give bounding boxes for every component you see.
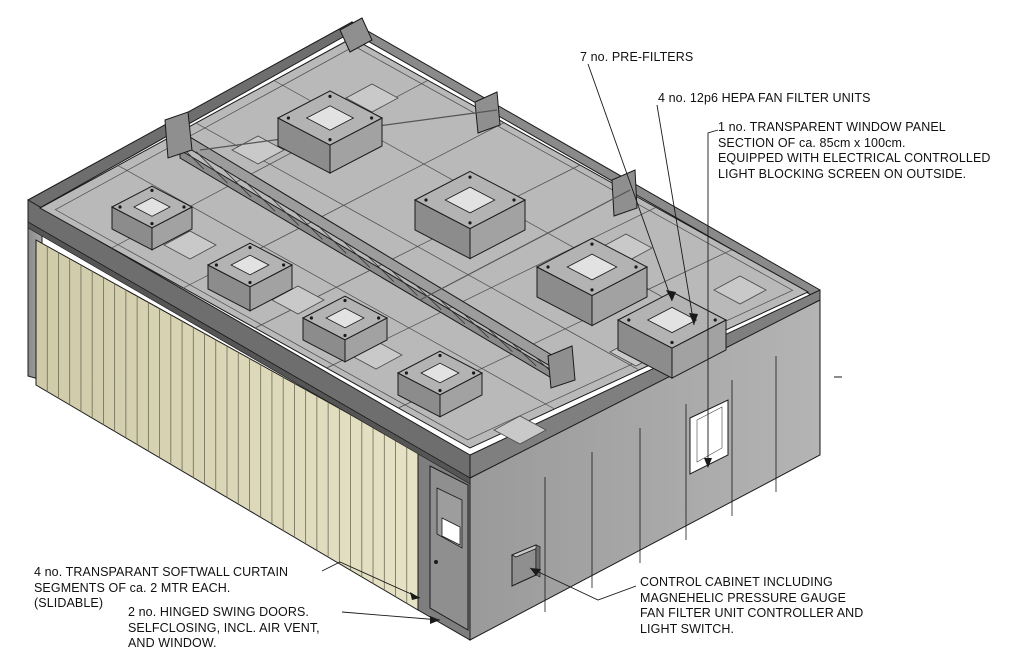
callout-cabinet-line-4: LIGHT SWITCH. [640, 621, 735, 636]
callout-window-line-4: LIGHT BLOCKING SCREEN ON OUTSIDE. [718, 166, 967, 181]
fan-filter-units [110, 90, 728, 418]
fan-filter-unit [396, 350, 484, 418]
prefilter-panel [345, 83, 399, 113]
callout-prefilters-line-1: 7 no. PRE-FILTERS [580, 50, 694, 64]
callout-doors-line-3: AND WINDOW. [128, 636, 217, 650]
prefilter-panel [713, 275, 767, 305]
callout-softwall-line-1: 4 no. TRANSPARANT SOFTWALL CURTAIN [34, 565, 289, 579]
callout-softwall: 4 no. TRANSPARANT SOFTWALL CURTAIN SEGME… [34, 565, 288, 612]
fan-filter-unit [276, 90, 384, 174]
door-section [417, 451, 471, 641]
callout-window-line-3: EQUIPPED WITH ELECTRICAL CONTROLLED [718, 151, 991, 165]
leader-arrows [410, 290, 712, 624]
callout-cabinet-line-1: CONTROL CABINET INCLUDING [640, 575, 833, 589]
softwall-curtain [35, 239, 419, 611]
callout-control-cabinet: CONTROL CABINET INCLUDING MAGNEHELIC PRE… [640, 575, 863, 637]
prefilter-panel [493, 415, 547, 445]
callout-cabinet-line-2: MAGNEHELIC PRESSURE GAUGE [640, 590, 847, 605]
fan-filter-unit [301, 295, 389, 363]
callout-window-line-2: SECTION OF ca. 85cm x 100cm. [718, 135, 906, 150]
callout-hepa: 4 no. 12p6 HEPA FAN FILTER UNITS [658, 91, 871, 105]
callout-softwall-line-3: (SLIDABLE) [34, 596, 104, 610]
callout-window-panel: 1 no. TRANSPARENT WINDOW PANEL SECTION O… [718, 120, 991, 182]
fan-filter-unit [535, 237, 649, 327]
ceiling-truss [164, 17, 638, 389]
callout-softwall-line-2: SEGMENTS OF ca. 2 MTR EACH. [34, 580, 231, 595]
fan-filter-unit [413, 170, 527, 260]
callout-doors-line-2: SELFCLOSING, INCL. AIR VENT, [128, 620, 320, 635]
leader-lines [321, 63, 719, 621]
callout-cabinet-line-3: FAN FILTER UNIT CONTROLLER AND [640, 606, 864, 620]
prefilter-panel [231, 135, 285, 165]
callout-hepa-line-1: 4 no. 12p6 HEPA FAN FILTER UNITS [658, 91, 871, 105]
fan-filter-unit [110, 185, 194, 251]
callout-doors: 2 no. HINGED SWING DOORS. SELFCLOSING, I… [128, 605, 320, 652]
fan-filter-unit [616, 291, 728, 379]
callout-prefilters: 7 no. PRE-FILTERS [580, 50, 693, 64]
callout-doors-line-1: 2 no. HINGED SWING DOORS. [128, 605, 310, 619]
callout-window-line-1: 1 no. TRANSPARENT WINDOW PANEL [718, 120, 946, 134]
fan-filter-unit [206, 242, 294, 312]
prefilter-panel [163, 230, 217, 260]
roof-edge-frame [27, 21, 821, 485]
